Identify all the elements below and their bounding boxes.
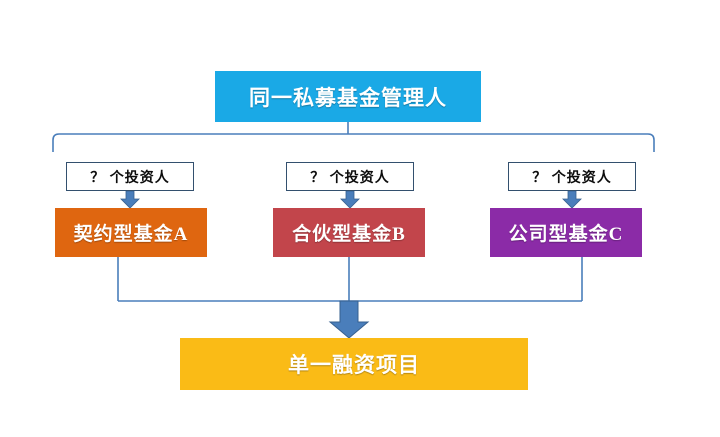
brace-bracket-icon	[52, 133, 655, 152]
fund-box-partnership-b[interactable]: 合伙型基金B	[273, 208, 425, 257]
investor-label-a[interactable]: ？ 个投资人	[66, 162, 194, 191]
investor-label-b[interactable]: ？ 个投资人	[286, 162, 414, 191]
arrow-down-icon-b	[340, 190, 360, 209]
investor-label-c[interactable]: ？ 个投资人	[508, 162, 636, 191]
financing-project-box[interactable]: 单一融资项目	[180, 338, 528, 390]
fund-box-contractual-a[interactable]: 契约型基金A	[55, 208, 207, 257]
arrow-down-icon-c	[562, 190, 582, 209]
arrow-down-icon-a	[120, 190, 140, 209]
fund-box-corporate-c[interactable]: 公司型基金C	[490, 208, 642, 257]
manager-box[interactable]: 同一私募基金管理人	[215, 71, 481, 122]
merge-arrow-down-icon	[328, 300, 370, 339]
